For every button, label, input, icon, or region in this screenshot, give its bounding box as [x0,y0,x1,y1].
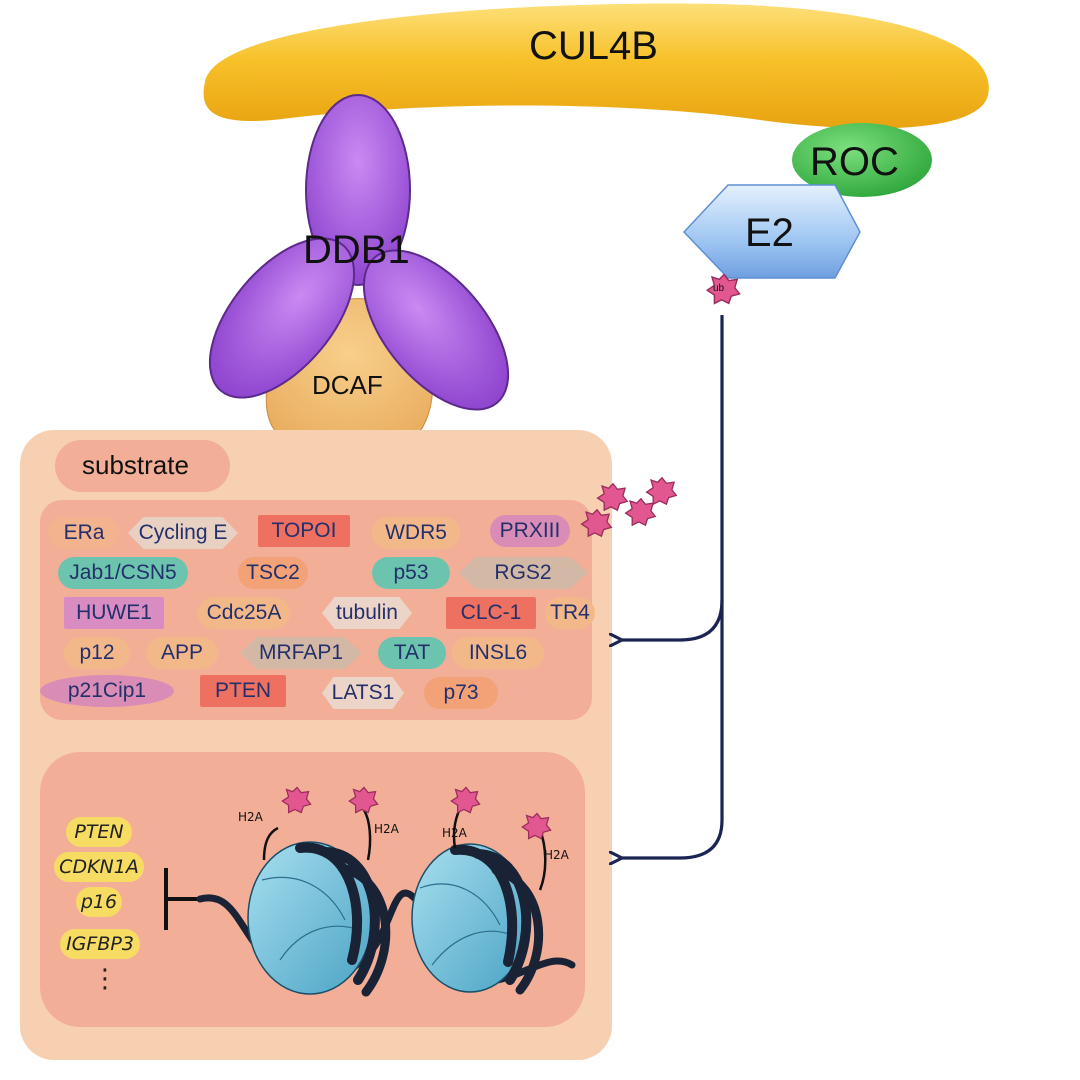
substrate-chip: PTEN [200,675,286,707]
substrate-chip: LATS1 [322,677,404,709]
h2a-label: H2A [238,810,263,824]
nucleosome-1 [247,809,391,997]
ub-chain-4 [645,477,677,505]
ddb1-blade-top [305,94,411,286]
gene-chip: PTEN [66,817,132,847]
h2a-label: H2A [374,822,399,836]
cul4b-scaffold [203,3,989,129]
e2-label: E2 [745,211,794,255]
ddb1-blade-left [208,237,356,399]
gene-chip: IGFBP3 [60,929,140,959]
ddb1-blade-right [362,249,510,411]
e2-enzyme [682,184,861,279]
substrate-chip: Cycling E [128,517,238,549]
substrate-chip: RGS2 [458,557,588,589]
gene-chip: CDKN1A [54,852,144,882]
ub-chain-3 [624,498,656,526]
h2a-label: H2A [442,826,467,840]
substrate-chip: p73 [424,677,498,709]
substrate-chip: APP [146,637,218,669]
substrate-chip: p12 [64,637,130,669]
substrate-chip: CLC-1 [446,597,536,629]
roc-subunit [792,123,932,197]
substrate-chip: p21Cip1 [40,675,174,707]
substrate-chip: Cdc25A [198,597,290,629]
substrate-chip: MRFAP1 [240,637,362,669]
substrate-chip: HUWE1 [64,597,164,629]
substrate-chip: TR4 [545,597,595,629]
cul4b-label: CUL4B [529,24,658,68]
substrate-title: substrate [82,450,189,480]
roc-label: ROC [810,140,899,184]
substrate-chip: PRXIII [490,515,570,547]
dcaf-label: DCAF [312,370,383,400]
ddb1-label: DDB1 [303,228,410,272]
substrate-chip: Jab1/CSN5 [58,557,188,589]
substrate-title-pill [55,440,230,492]
substrate-chip: TAT [378,637,446,669]
substrate-chip: INSL6 [452,637,544,669]
substrate-chip: p53 [372,557,450,589]
gene-list-ellipsis: ⋮ [92,963,118,993]
substrate-chip: TSC2 [238,557,308,589]
repression-symbol [164,868,198,930]
substrate-chip: WDR5 [372,517,460,549]
gene-chip: p16 [76,887,122,917]
ub-transfer-line [622,315,724,640]
substrate-chip: ERa [48,517,120,549]
h2a-label: H2A [544,848,569,862]
substrate-chip: TOPOI [258,515,350,547]
substrate-chip: tubulin [322,597,412,629]
ub-label: ub [713,283,725,294]
nucleosome-2 [411,804,547,995]
ub-transfer-line-histone [622,600,724,858]
